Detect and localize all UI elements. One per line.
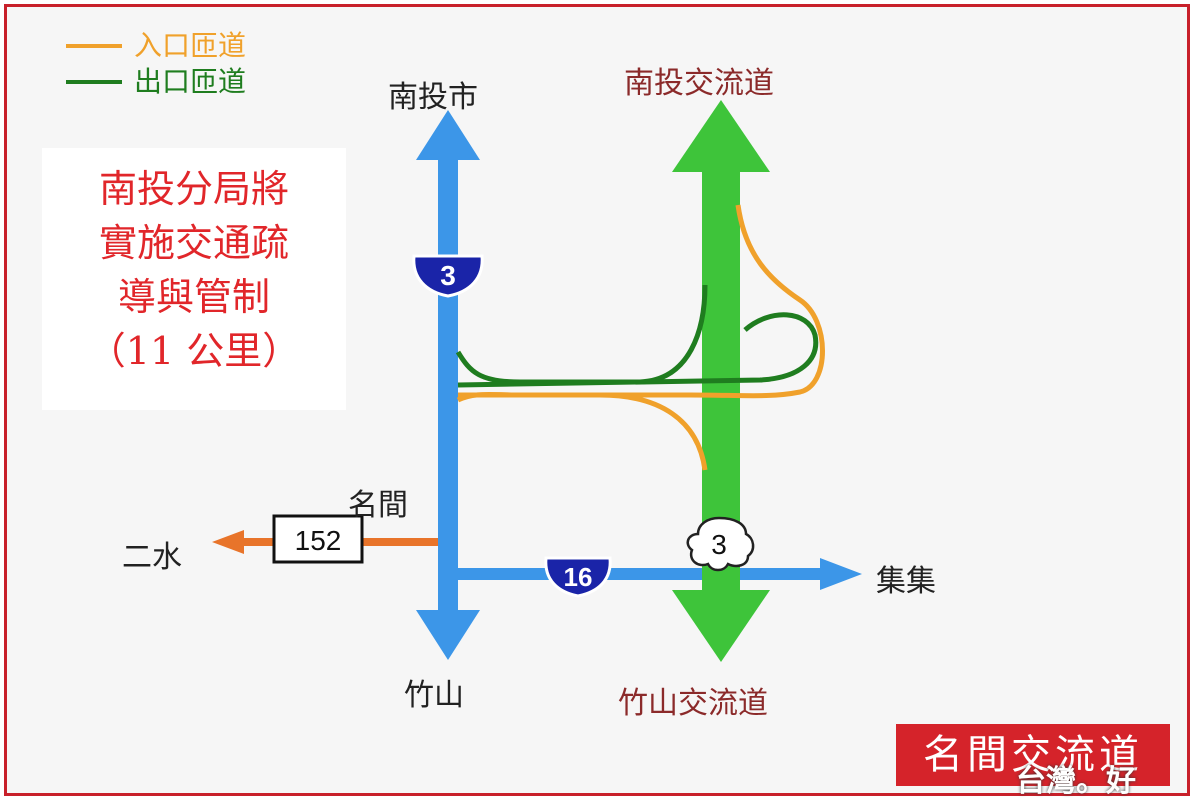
notice-line-2: 實施交通疏 [98,221,289,265]
legend-entry: 入口匝道 [66,28,246,64]
exit-ramp-label: 出口匝道 [134,65,247,98]
exit-ramp-north [455,284,708,385]
entry-ramp-swatch [66,44,122,48]
notice-box: 南投分局將 實施交通疏 導與管制 （11 公里） [42,148,346,410]
notice-line-3: 導與管制 [117,275,270,319]
label-ershui: 二水 [122,540,182,575]
diagram-title: 名間交流道 [896,724,1170,786]
label-mingjian: 名間 [348,488,408,523]
county-152-number: 152 [295,525,342,556]
east-arrow [820,558,862,590]
label-jiji: 集集 [876,564,936,599]
entry-ramp-north [458,204,825,399]
south-arrow [416,610,480,660]
notice-line-1: 南投分局將 [98,167,289,211]
shield-provincial-16: 16 [544,556,612,598]
freeway-south-arrow [672,590,770,662]
label-nantou-city: 南投市 [388,80,478,115]
legend: 入口匝道 出口匝道 [66,28,246,100]
county-152-sign: 152 [272,514,364,564]
freeway-north-arrow [672,100,770,172]
exit-ramp-south [457,312,819,388]
label-zhushan: 竹山 [404,678,464,713]
notice-line-4: （11 公里） [87,329,301,373]
north-arrow [416,110,480,160]
shield-3-number: 3 [440,260,456,291]
legend-exit: 出口匝道 [66,64,246,100]
provincial-road-16 [448,558,862,590]
shield-16-number: 16 [564,562,593,592]
shield-provincial-3: 3 [412,254,484,298]
freeway-3-number: 3 [711,529,727,560]
label-nantou-interchange: 南投交流道 [624,66,774,101]
label-zhushan-interchange: 竹山交流道 [618,686,768,721]
entry-ramp-label: 入口匝道 [134,29,247,62]
exit-ramp-swatch [66,80,122,84]
entry-ramp-south [456,391,708,471]
west-arrow [212,530,244,554]
ramps [455,204,825,471]
freeway-3-shield: 3 [686,516,755,572]
watermark-logo: 台灣。好 [1016,764,1136,799]
